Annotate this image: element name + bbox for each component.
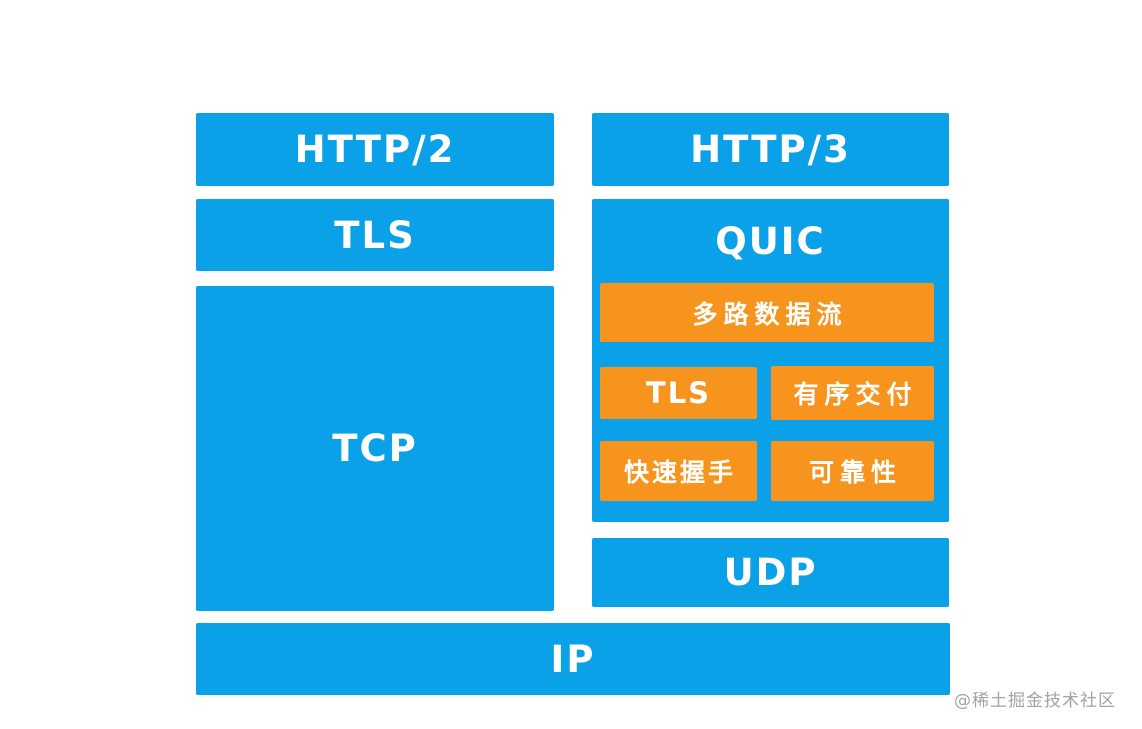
ip-label: IP <box>550 637 596 681</box>
tls-box: TLS <box>196 199 554 271</box>
http2-label: HTTP/2 <box>294 128 456 171</box>
ip-box: IP <box>196 623 950 695</box>
tcp-label: TCP <box>332 427 418 470</box>
quic-feature-reliability: 可靠性 <box>771 441 934 501</box>
quic-feature-tls-label: TLS <box>645 376 712 410</box>
udp-box: UDP <box>592 538 949 607</box>
quic-feature-ordered-delivery: 有序交付 <box>771 366 934 420</box>
quic-label: QUIC <box>715 219 826 263</box>
tls-label: TLS <box>334 213 416 257</box>
quic-feature-ordered-delivery-label: 有序交付 <box>793 380 918 409</box>
tcp-box: TCP <box>196 286 554 611</box>
quic-feature-fast-handshake-label: 快速握手 <box>623 458 736 487</box>
udp-label: UDP <box>723 551 818 594</box>
http3-box: HTTP/3 <box>592 113 949 186</box>
quic-feature-multiplex-label: 多路数据流 <box>692 299 848 329</box>
quic-feature-reliability-label: 可靠性 <box>808 458 902 487</box>
quic-feature-fast-handshake: 快速握手 <box>600 441 757 501</box>
quic-feature-multiplex: 多路数据流 <box>600 283 934 342</box>
quic-label-strip: QUIC <box>592 199 949 283</box>
http2-box: HTTP/2 <box>196 113 554 186</box>
watermark: @稀土掘金技术社区 <box>954 691 1116 711</box>
quic-feature-tls: TLS <box>600 367 757 419</box>
http3-label: HTTP/3 <box>690 128 851 171</box>
